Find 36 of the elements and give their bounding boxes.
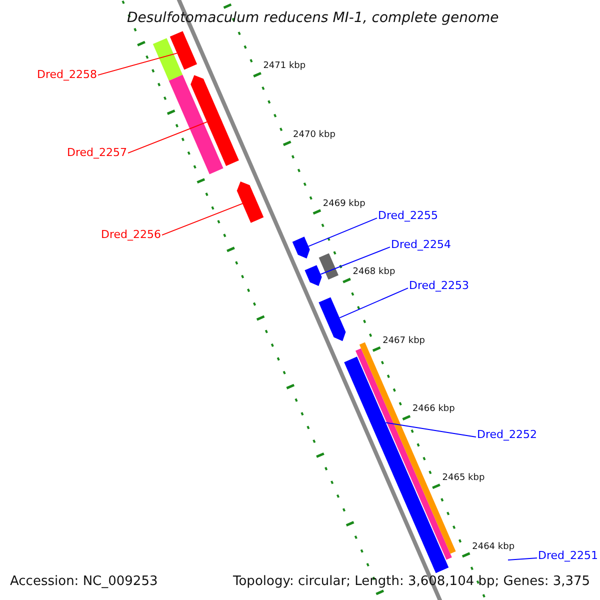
gene-label: Dred_2258	[37, 69, 97, 82]
gene-label: Dred_2251	[538, 550, 598, 562]
accession-text: Accession: NC_009253	[10, 575, 158, 590]
gene-feature	[292, 236, 310, 259]
tick-label: 2468 kbp	[352, 268, 396, 278]
gene-label: Dred_2255	[378, 210, 438, 222]
leader-line	[128, 121, 208, 154]
gene-label: Dred_2257	[67, 147, 127, 160]
gene-feature	[304, 265, 322, 286]
diagram-title: Desulfotomaculum reducens MI-1, complete genome	[127, 10, 499, 26]
tick-label: 2470 kbp	[293, 131, 336, 141]
gene-label: Dred_2256	[101, 229, 161, 242]
tick-label: 2466 kbp	[412, 405, 455, 416]
gene-label: Dred_2254	[391, 239, 451, 252]
tick-label: 2464 kbp	[472, 542, 515, 552]
tick-label: 2471 kbp	[263, 62, 306, 72]
category-bar	[318, 253, 338, 280]
leader-line	[162, 203, 243, 236]
tick-label: 2469 kbp	[322, 200, 366, 210]
genome-stats-text: Topology: circular; Length: 3,608,104 bp; Genes: 3,375	[233, 575, 590, 590]
gene-feature	[170, 31, 198, 70]
leader-line	[98, 52, 178, 76]
tick-label: 2467 kbp	[382, 336, 425, 347]
category-bar	[152, 38, 183, 81]
leader-line	[508, 558, 538, 560]
gene-feature	[236, 182, 264, 223]
leader-line	[320, 246, 390, 275]
leader-line	[385, 422, 476, 438]
gene-label: Dred_2253	[409, 280, 469, 292]
category-bar	[168, 74, 224, 174]
gene-feature	[190, 75, 239, 166]
gene-feature	[318, 297, 346, 342]
leader-line	[339, 288, 408, 318]
gene-label: Dred_2252	[477, 429, 537, 442]
tick-label: 2465 kbp	[442, 474, 485, 484]
leader-line	[308, 218, 378, 247]
